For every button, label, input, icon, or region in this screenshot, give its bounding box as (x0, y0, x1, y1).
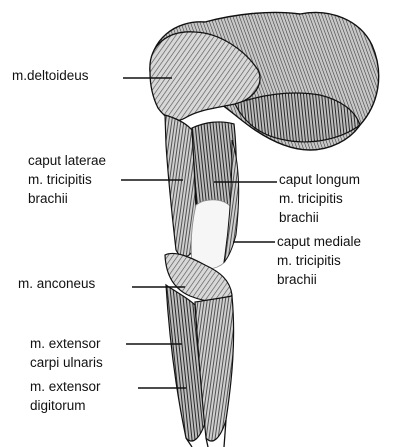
label-extensor-carpi-line2: carpi ulnaris (30, 353, 103, 372)
label-extensor-digitorum: m. extensor digitorum (30, 377, 101, 415)
label-caput-longum: caput longum m. tricipitis brachii (279, 170, 360, 227)
label-caput-laterae: caput laterae m. tricipitis brachii (28, 151, 106, 208)
label-caput-longum-line1: caput longum (279, 170, 360, 189)
label-extensor-carpi-line1: m. extensor (30, 334, 103, 353)
label-caput-laterae-line1: caput laterae (28, 151, 106, 170)
label-extensor-digitorum-line1: m. extensor (30, 377, 101, 396)
label-extensor-digitorum-line2: digitorum (30, 396, 101, 415)
label-deltoideus: m.deltoideus (12, 66, 89, 85)
label-anconeus: m. anconeus (18, 274, 95, 293)
label-caput-mediale-line3: brachii (277, 270, 361, 289)
label-extensor-carpi-ulnaris: m. extensor carpi ulnaris (30, 334, 103, 372)
label-caput-laterae-line3: brachii (28, 189, 106, 208)
label-caput-longum-line3: brachii (279, 208, 360, 227)
label-caput-mediale-line2: m. tricipitis (277, 251, 361, 270)
label-caput-mediale-line1: caput mediale (277, 232, 361, 251)
label-caput-laterae-line2: m. tricipitis (28, 170, 106, 189)
label-caput-mediale: caput mediale m. tricipitis brachii (277, 232, 361, 289)
label-caput-longum-line2: m. tricipitis (279, 189, 360, 208)
